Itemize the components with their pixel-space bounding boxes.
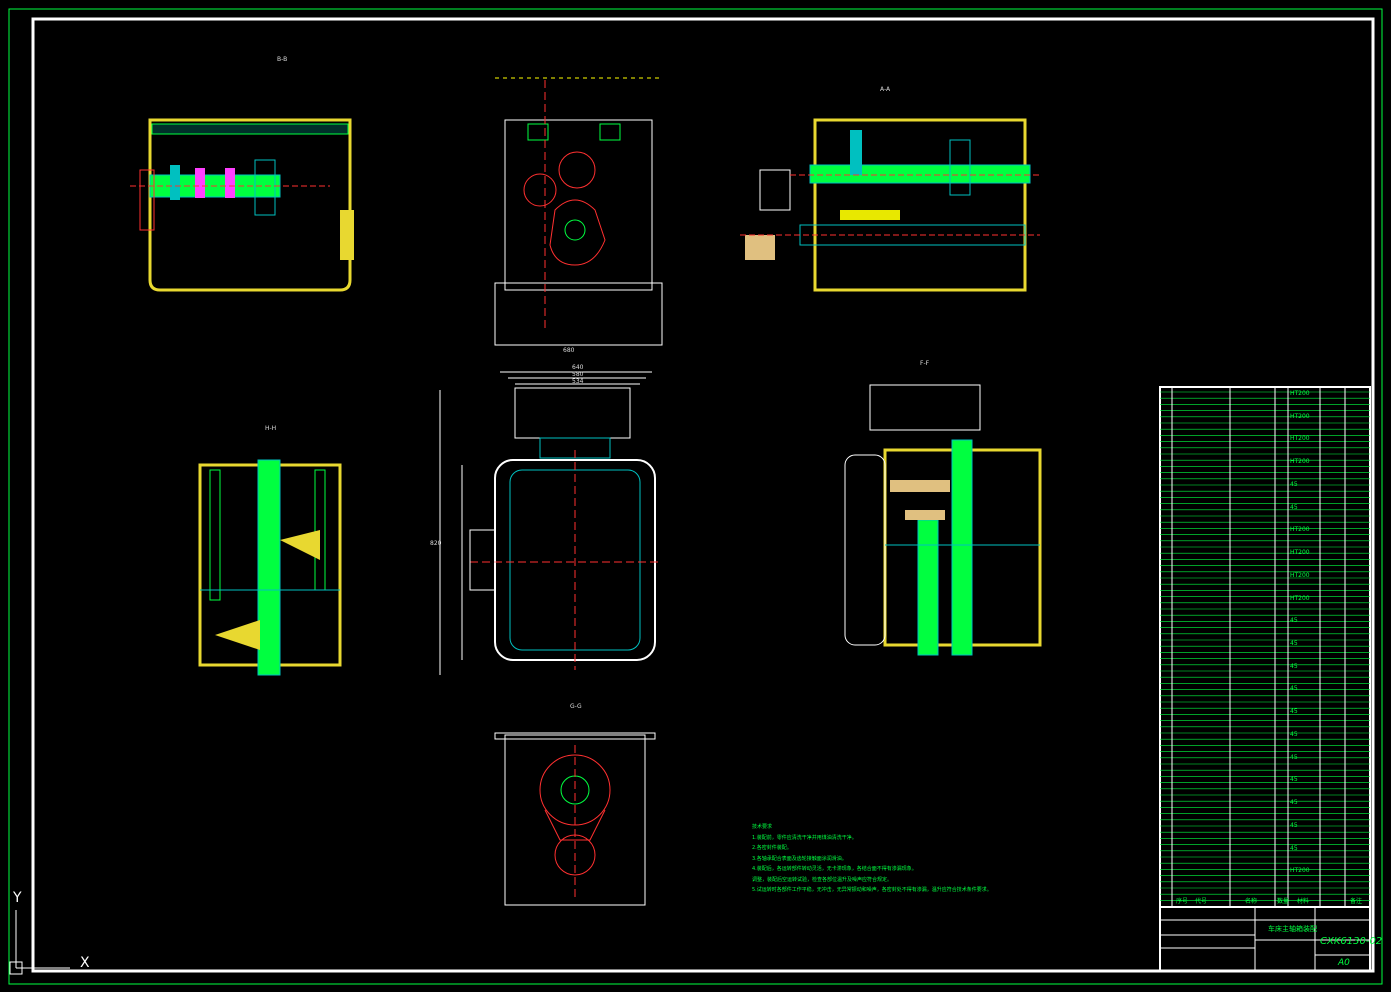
view-label-a: A-A: [880, 86, 891, 93]
view-h-h: [198, 459, 342, 676]
view-f-f: [844, 384, 1042, 656]
dim-top-a: 640: [572, 364, 584, 371]
view-b-b: [130, 118, 354, 292]
view-g-g: [494, 732, 656, 906]
bom-col-qty: 数量: [1277, 898, 1290, 905]
note-line: 4.装配后，各运转部件转动灵活，无卡滞现象，各结合面不得有渗漏现象。: [752, 866, 917, 872]
view-label-f: F-F: [920, 360, 930, 367]
drawing-number: CXK6130-02: [1320, 936, 1383, 947]
dim-top-c: 534: [572, 378, 584, 385]
bom-material-cell: HT200: [1290, 594, 1310, 602]
view-label-b: B-B: [277, 56, 288, 63]
drawing-title: 车床主轴箱装配: [1268, 925, 1317, 933]
bom-material-cell: 45: [1290, 640, 1298, 647]
bom-table: [1159, 386, 1371, 908]
bom-material-cell: 45: [1290, 617, 1298, 625]
dim-top-b: 580: [572, 371, 584, 378]
bom-material-cell: 45: [1290, 844, 1298, 852]
dim-width-bottom: 680: [563, 347, 575, 354]
bom-material-cell: 45: [1290, 799, 1298, 807]
bom-material-cell: HT200: [1290, 867, 1310, 875]
bom-material-cell: 45: [1290, 662, 1298, 670]
bom-material-cell: 45: [1290, 685, 1298, 693]
bom-material-cell: HT200: [1290, 549, 1310, 557]
bom-material-cell: HT200: [1290, 571, 1310, 579]
bom-material-cell: 45: [1290, 480, 1298, 488]
view-front-top: [494, 77, 663, 346]
title-block: [1159, 906, 1371, 972]
note-line: 调整，装配后空运转试验，检查各部位温升及噪声应符合规定。: [752, 876, 893, 883]
bom-material-cell: HT200: [1290, 390, 1310, 397]
bom-material-cell: HT200: [1290, 458, 1310, 466]
bom-material-cell: 45: [1290, 821, 1298, 829]
ucs-x-label: X: [80, 955, 90, 971]
note-line: 5.试运转时各部件工作平稳，无冲击，无异常振动和噪声，各密封处不得有渗漏，温升应…: [752, 887, 992, 893]
ucs-icon: [9, 910, 70, 975]
bom-col-code: 代号: [1195, 898, 1208, 905]
view-label-h: H-H: [265, 425, 277, 432]
view-a-a: [740, 118, 1040, 292]
bom-col-name: 名称: [1245, 898, 1258, 905]
view-label-g: G-G: [570, 703, 582, 710]
bom-col-material: 材料: [1297, 898, 1310, 905]
technical-notes: 技术要求 1.装配前，零件应清洗干净并用煤油清洗干净。 2.各密封件装配。 3.…: [752, 822, 992, 896]
view-main-front: [439, 344, 662, 675]
bom-material-cell: 45: [1290, 776, 1298, 784]
inner-frame: [31, 17, 1375, 973]
notes-title: 技术要求: [752, 824, 773, 830]
note-line: 2.各密封件装配。: [752, 845, 792, 851]
bom-material-cell: 45: [1290, 730, 1298, 738]
bom-material-cell: HT200: [1290, 412, 1310, 420]
bom-material-cell: 45: [1290, 753, 1298, 761]
bom-material-cell: HT200: [1290, 435, 1310, 443]
bom-col-index: 序号: [1176, 898, 1189, 905]
note-line: 3.各轴承配合表面及齿轮接触面涂润滑油。: [752, 855, 847, 862]
bom-material-cell: HT200: [1290, 526, 1310, 534]
bom-col-remark: 备注: [1350, 898, 1363, 905]
bom-material-cell: 45: [1290, 708, 1298, 716]
outer-frame: [8, 8, 1383, 985]
sheet-size: A0: [1338, 958, 1350, 968]
dim-left-height: 820: [430, 540, 442, 547]
note-line: 1.装配前，零件应清洗干净并用煤油清洗干净。: [752, 834, 857, 841]
ucs-y-label: Y: [13, 890, 22, 906]
bom-material-cell: 45: [1290, 503, 1298, 511]
